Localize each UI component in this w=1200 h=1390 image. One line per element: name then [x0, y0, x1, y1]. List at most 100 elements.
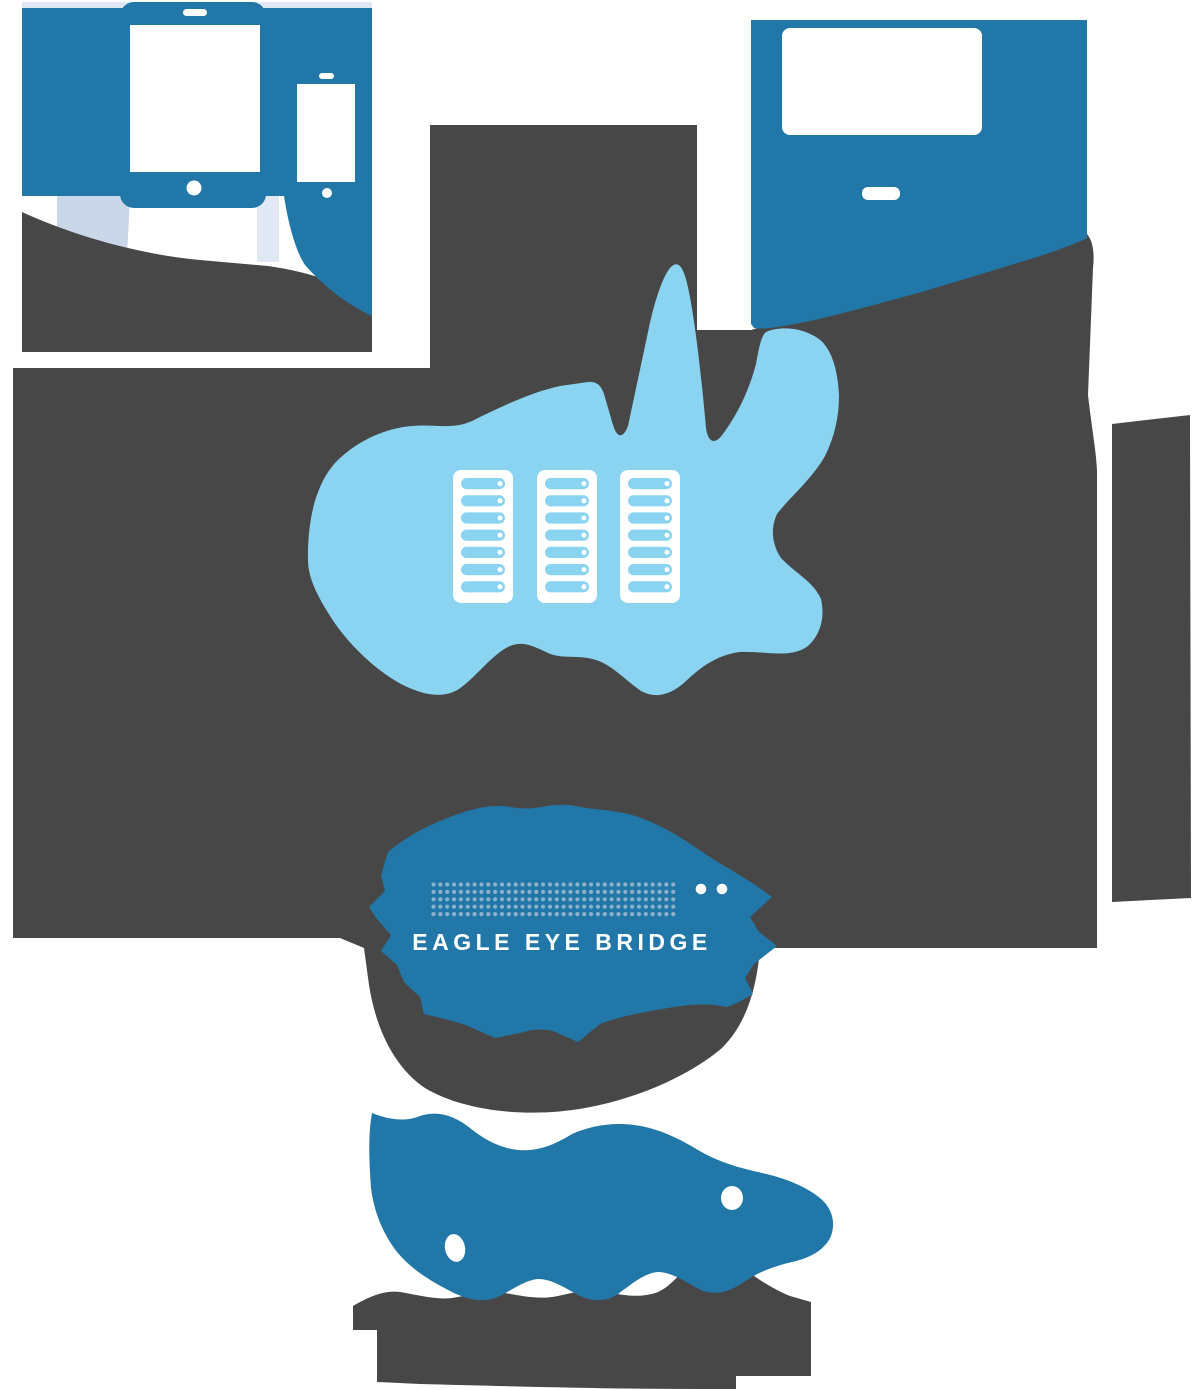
- bridge-vent-dot: [445, 889, 450, 895]
- server-slot: [461, 529, 505, 541]
- bridge-vent-dot: [465, 882, 470, 887]
- bridge-vent-dot: [575, 912, 580, 917]
- bridge-vent-dot: [499, 889, 505, 895]
- server-slot: [628, 512, 672, 524]
- server-slot: [461, 495, 505, 507]
- bridge-vent-dot: [568, 904, 573, 909]
- server-slot: [461, 478, 505, 490]
- tablet-screen: [130, 25, 260, 172]
- server-slot: [628, 564, 672, 576]
- bridge-vent-dot: [479, 904, 484, 909]
- server-rack-icon: [537, 470, 597, 603]
- bridge-device: EAGLE EYE BRIDGE: [369, 804, 777, 1042]
- bridge-vent-dot: [650, 882, 655, 887]
- bridge-vent-dot: [479, 889, 484, 895]
- bridge-vent-dot: [499, 912, 505, 917]
- bridge-vent-dot: [643, 904, 648, 909]
- bridge-vent-dot: [506, 882, 511, 887]
- server-slot: [628, 495, 672, 507]
- server-slot-led: [581, 515, 587, 521]
- server-slot-led: [497, 481, 503, 487]
- bridge-vent-dot: [630, 897, 635, 902]
- bridge-vent-dot: [630, 889, 635, 895]
- bridge-vent-dot: [431, 897, 436, 902]
- bridge-vent-dot: [561, 897, 566, 902]
- bridge-vent-dot: [513, 904, 518, 909]
- server-slot: [545, 546, 589, 558]
- bridge-vent-dot: [465, 912, 470, 917]
- server-slot: [461, 512, 505, 524]
- bridge-vent-dot: [438, 904, 443, 909]
- bridge-vent-dot: [479, 912, 484, 917]
- server-slot: [461, 546, 505, 558]
- bridge-vent-dot: [527, 912, 532, 917]
- server-slot: [545, 564, 589, 576]
- bridge-vent-dot: [451, 889, 457, 895]
- bridge-vent-dot: [472, 904, 477, 909]
- bridge-vent-dot: [458, 897, 463, 902]
- bridge-vent-dot: [582, 889, 587, 895]
- bridge-vent-dot: [671, 912, 676, 917]
- bridge-vent-dot: [472, 897, 477, 902]
- smartphone-icon: [286, 60, 362, 210]
- bridge-vent-dot: [534, 882, 539, 887]
- bridge-vent-dot: [575, 904, 580, 909]
- bridge-vent-dot: [671, 889, 676, 895]
- bridge-vent-dot: [582, 904, 587, 909]
- bridge-vent-dot: [445, 912, 450, 917]
- bridge-vent-dot: [582, 897, 587, 902]
- bridge-vent-dot: [506, 889, 511, 895]
- bridge-vent-dot: [499, 882, 505, 887]
- bridge-vent-dot: [616, 912, 621, 917]
- tablet-speaker-dash: [183, 9, 207, 16]
- bridge-vent-dot: [554, 889, 559, 895]
- bridge-vent-dot: [575, 897, 580, 902]
- bridge-vent-dot: [602, 882, 607, 887]
- bridge-vent-dot: [458, 889, 463, 895]
- bridge-vent-dot: [486, 889, 491, 895]
- bridge-vent-dot: [595, 897, 601, 902]
- bridge-vent-dot: [568, 912, 573, 917]
- bridge-vent-dot: [520, 912, 525, 917]
- bridge-vent-dot: [636, 882, 642, 887]
- bridge-indicator-dot-1: [695, 883, 707, 895]
- bridge-vent-dot: [541, 897, 546, 902]
- bridge-vent-dot: [561, 882, 566, 887]
- bridge-vent-dot: [527, 904, 532, 909]
- bridge-vent-dot: [458, 882, 463, 887]
- server-slot: [545, 478, 589, 490]
- bridge-vent-dot: [472, 882, 477, 887]
- bridge-vent-dot: [664, 912, 669, 917]
- bridge-vent-dot: [630, 882, 635, 887]
- bridge-vent-dot: [664, 882, 669, 887]
- camera-blob: [369, 1113, 834, 1301]
- tablet-icon: [120, 2, 266, 208]
- bridge-vent-dot: [609, 912, 614, 917]
- smartphone-screen: [297, 84, 355, 182]
- bridge-vent-dot: [657, 897, 662, 902]
- bridge-vent-dot: [623, 882, 628, 887]
- smartphone-home-button: [322, 188, 332, 198]
- monitor-screen: [782, 28, 982, 135]
- bridge-vent-dot: [451, 897, 457, 902]
- bridge-vent-dot: [438, 882, 443, 887]
- bridge-vent-dot: [609, 882, 614, 887]
- server-slot: [628, 478, 672, 490]
- bridge-vent-dot: [588, 904, 594, 909]
- melted-connector-column-right: [1112, 415, 1191, 902]
- bridge-vent-dot: [513, 897, 518, 902]
- server-slot-led: [664, 584, 670, 590]
- bridge-vent-dot: [650, 889, 655, 895]
- bridge-vent-dot: [657, 882, 662, 887]
- bridge-vent-dot: [527, 882, 532, 887]
- bridge-vent-dot: [527, 897, 532, 902]
- bridge-vent-dot: [534, 912, 539, 917]
- bridge-vent-dot: [636, 897, 642, 902]
- bridge-vent-dot: [636, 912, 642, 917]
- bridge-vent-dot: [465, 889, 470, 895]
- bridge-vent-dot: [561, 889, 566, 895]
- server-slot-led: [664, 515, 670, 521]
- bridge-vent-dot: [431, 912, 436, 917]
- bridge-vent-dot: [609, 889, 614, 895]
- server-slot-led: [497, 567, 503, 573]
